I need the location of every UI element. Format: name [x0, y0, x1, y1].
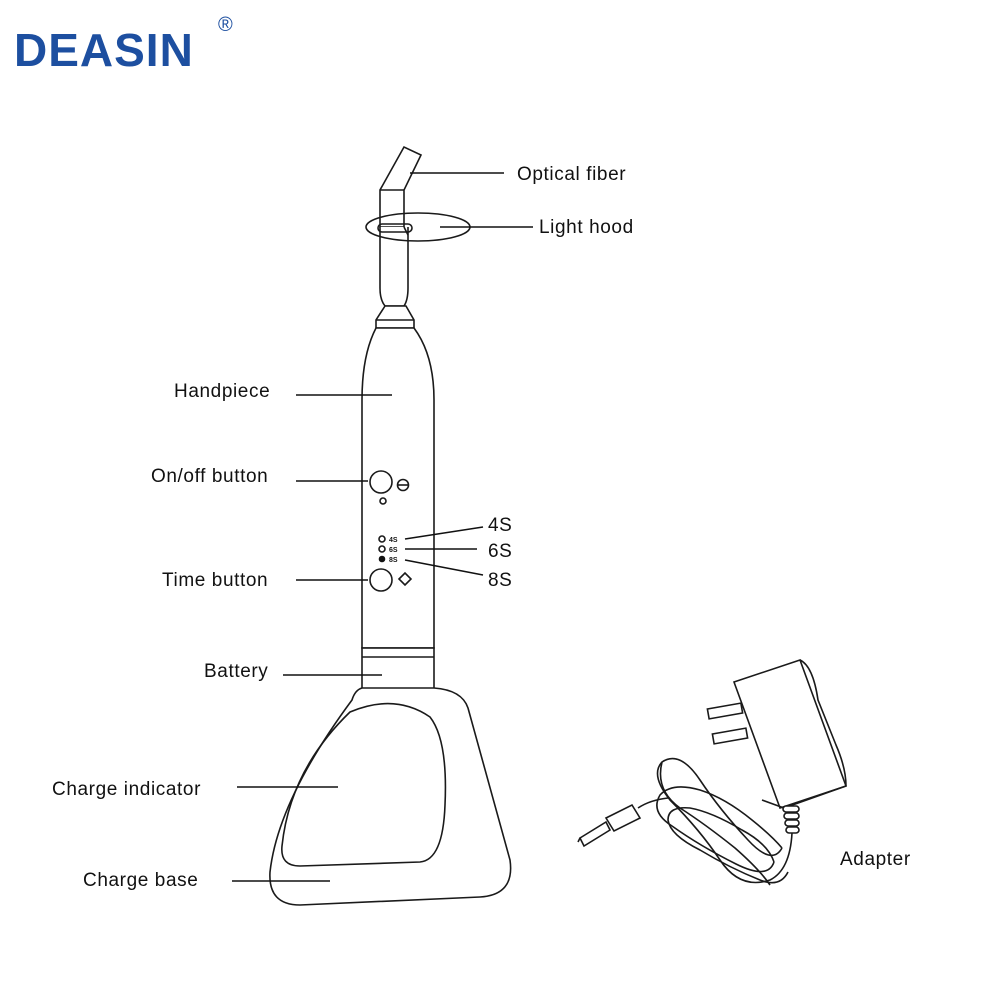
leader-8s	[404, 559, 484, 576]
on-off-button-shape	[369, 470, 393, 494]
label-4s: 4S	[488, 515, 512, 536]
label-time-button: Time button	[162, 570, 268, 591]
label-light-hood: Light hood	[539, 217, 634, 238]
label-6s: 6S	[488, 541, 512, 562]
label-charge-base: Charge base	[83, 870, 198, 891]
adapter-prong-top	[706, 702, 744, 720]
optical-fiber-tip	[379, 145, 423, 228]
diamond-icon	[397, 571, 413, 587]
adapter-prong-bottom	[711, 727, 749, 745]
timer-4s-small-label: 4S	[389, 537, 398, 544]
charge-base-shape	[269, 687, 512, 906]
adapter-cable	[656, 757, 793, 886]
status-indicator-dot	[379, 497, 387, 505]
handpiece-collar	[375, 305, 415, 329]
timer-4s-light	[378, 535, 386, 543]
adapter-strain-relief	[782, 805, 800, 834]
dc-plug	[577, 803, 642, 848]
label-handpiece: Handpiece	[174, 381, 270, 402]
label-charge-indicator: Charge indicator	[52, 779, 201, 800]
label-adapter: Adapter	[840, 849, 911, 870]
leader-lines	[232, 172, 533, 882]
label-battery: Battery	[204, 661, 268, 682]
timer-6s-small-label: 6S	[389, 547, 398, 554]
timer-8s-light	[378, 555, 386, 563]
registered-mark: ®	[218, 14, 233, 36]
brand-logo: DEASIN ®	[14, 14, 233, 76]
leader-4s	[404, 526, 484, 540]
light-hood-slot	[377, 223, 413, 233]
timer-8s-small-label: 8S	[389, 557, 398, 564]
label-on-off-button: On/off button	[151, 466, 268, 487]
handpiece-drawing: 4S 6S 8S	[361, 145, 471, 699]
brand-name: DEASIN	[14, 24, 194, 76]
charge-indicator-window	[281, 702, 447, 867]
time-button-shape	[369, 568, 393, 592]
power-icon	[396, 478, 410, 492]
charge-base-drawing	[269, 687, 512, 906]
labels: Optical fiber Light hood Handpiece On/of…	[52, 164, 911, 891]
timer-indicators: 4S 6S 8S	[378, 535, 398, 564]
timer-6s-light	[378, 545, 386, 553]
adapter-drawing	[577, 658, 848, 886]
label-optical-fiber: Optical fiber	[517, 164, 626, 185]
adapter-body	[732, 658, 848, 810]
label-8s: 8S	[488, 570, 512, 591]
